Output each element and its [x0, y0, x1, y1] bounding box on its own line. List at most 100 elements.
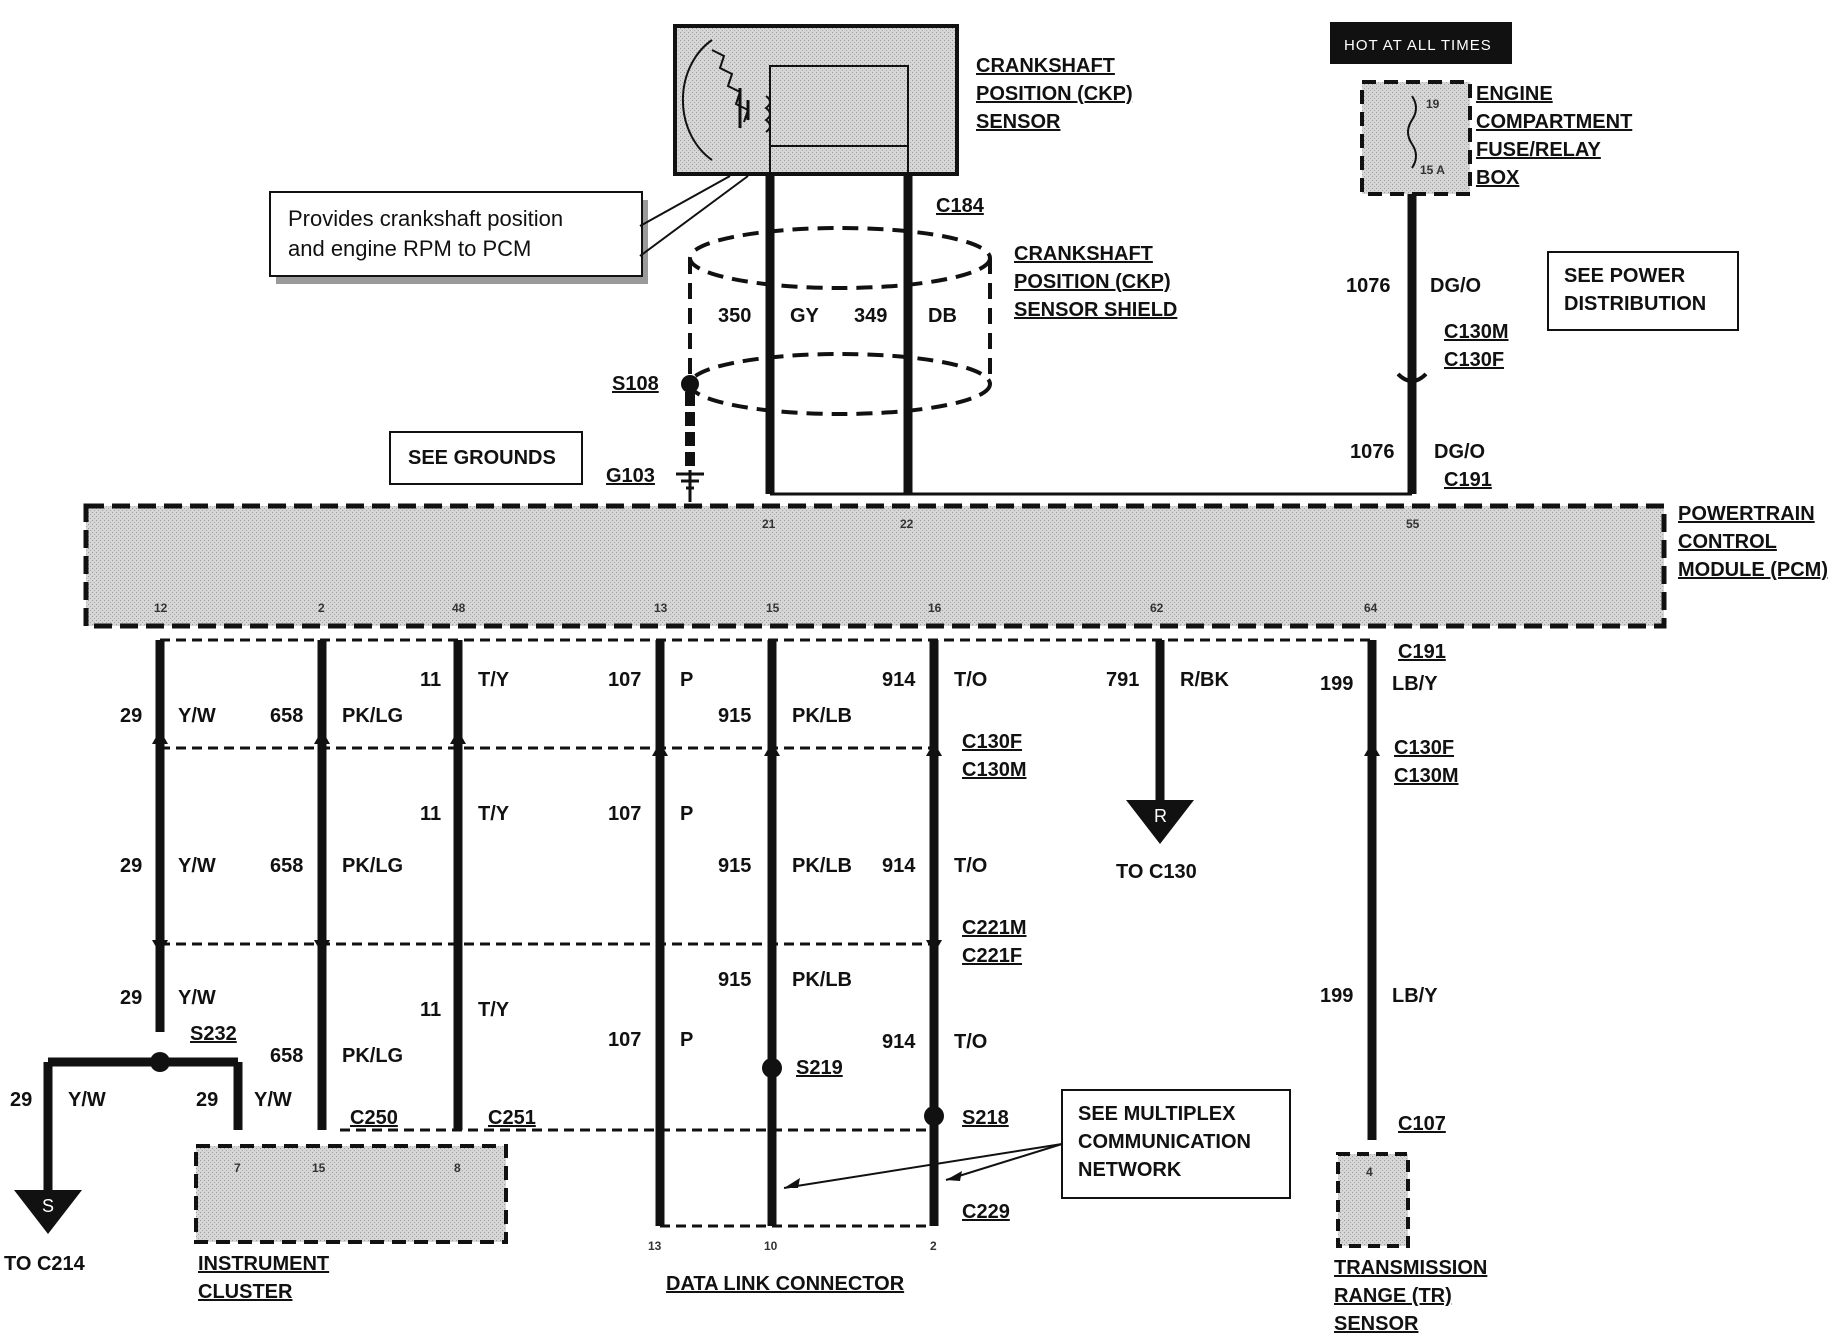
pcm-pin-64: 64 — [1364, 601, 1378, 615]
wire-915-num-2: 915 — [718, 855, 751, 877]
pcm-module — [83, 503, 1667, 629]
wire-914-num-2: 914 — [882, 855, 916, 877]
wire-199-num-1: 199 — [1320, 673, 1353, 695]
wire-29-color-4: Y/W — [68, 1089, 106, 1111]
pcm-pin-22: 22 — [900, 517, 914, 531]
wire-11-color-2: T/Y — [478, 803, 510, 825]
conn-s232: S232 — [190, 1023, 237, 1045]
to-c214: TO C214 — [4, 1253, 86, 1275]
pcm-pin-48: 48 — [452, 601, 466, 615]
wire-349-color: DB — [928, 305, 957, 327]
wire-915-color-1: PK/LB — [792, 705, 852, 727]
tr-label-2: RANGE (TR) — [1334, 1285, 1452, 1307]
fuse-box-label-2: COMPARTMENT — [1476, 111, 1632, 133]
ckp-note: Provides crankshaft position and engine … — [269, 175, 749, 284]
wire-658-num-2: 658 — [270, 855, 303, 877]
ground-icon — [676, 470, 704, 502]
wire-11-num-1: 11 — [420, 669, 441, 691]
splice-s108 — [681, 375, 699, 393]
pcm-label-1: POWERTRAIN — [1678, 503, 1815, 525]
wire-29-num-3: 29 — [120, 987, 142, 1009]
wire-350-num: 350 — [718, 305, 751, 327]
wire-914-num-1: 914 — [882, 669, 916, 691]
wire-658-color-1: PK/LG — [342, 705, 403, 727]
arrow-to-c214 — [14, 1190, 82, 1234]
ckp-label-2: POSITION (CKP) — [976, 83, 1133, 105]
cluster-pin-8: 8 — [454, 1161, 461, 1175]
wire-11-num-2: 11 — [420, 803, 441, 825]
wire-915-num-1: 915 — [718, 705, 751, 727]
conn-c251: C251 — [488, 1107, 536, 1129]
pcm-pin-21: 21 — [762, 517, 776, 531]
pcm-pin-12: 12 — [154, 601, 168, 615]
splice-s218 — [924, 1106, 944, 1126]
shield-label-2: POSITION (CKP) — [1014, 271, 1171, 293]
shield-label-3: SENSOR SHIELD — [1014, 299, 1177, 321]
arrow-r-text: R — [1154, 806, 1167, 826]
wire-1076-color-b: DG/O — [1434, 441, 1485, 463]
wire-29-color-3: Y/W — [178, 987, 216, 1009]
pcm-pin-62: 62 — [1150, 601, 1164, 615]
wire-107-color-2: P — [680, 803, 693, 825]
fuse-box-label-3: FUSE/RELAY — [1476, 139, 1602, 161]
pcm-label-2: CONTROL — [1678, 531, 1777, 553]
wire-107-num-1: 107 — [608, 669, 641, 691]
see-multiplex-box — [1061, 1089, 1291, 1199]
wire-914-color-3: T/O — [954, 1031, 987, 1053]
wire-349-num: 349 — [854, 305, 887, 327]
wire-658-color-2: PK/LG — [342, 855, 403, 877]
dlc-label: DATA LINK CONNECTOR — [666, 1273, 905, 1295]
see-grounds-box — [389, 431, 583, 485]
tr-pin-4: 4 — [1366, 1165, 1373, 1179]
arrow-to-c130 — [1126, 800, 1194, 844]
wire-915-num-3: 915 — [718, 969, 751, 991]
wire-29-num-2: 29 — [120, 855, 142, 877]
tr-label-1: TRANSMISSION — [1334, 1257, 1487, 1279]
conn-c221f: C221F — [962, 945, 1022, 967]
dlc-pin-13: 13 — [648, 1239, 662, 1253]
wire-107-num-3: 107 — [608, 1029, 641, 1051]
wire-107-color-3: P — [680, 1029, 693, 1051]
splice-s232 — [150, 1052, 170, 1072]
wire-29-color-1: Y/W — [178, 705, 216, 727]
wire-1076-num-b: 1076 — [1350, 441, 1395, 463]
instrument-cluster — [194, 1144, 508, 1244]
wire-791-num: 791 — [1106, 669, 1139, 691]
see-power-box — [1547, 251, 1739, 331]
see-multiplex-3: NETWORK — [1078, 1159, 1182, 1181]
ckp-sensor — [673, 24, 959, 176]
conn-c221m: C221M — [962, 917, 1026, 939]
pcm-label-3: MODULE (PCM) — [1678, 559, 1828, 581]
conn-c191-bot: C191 — [1398, 641, 1446, 663]
conn-c130m-top: C130M — [1444, 321, 1508, 343]
fuse-number: 19 — [1426, 97, 1440, 111]
wire-658-color-3: PK/LG — [342, 1045, 403, 1067]
conn-s108: S108 — [612, 373, 659, 395]
conn-g103: G103 — [606, 465, 655, 487]
coil-icon — [764, 95, 771, 133]
conn-c229: C229 — [962, 1201, 1010, 1223]
wire-29-color-5: Y/W — [254, 1089, 292, 1111]
pcm-pin-2: 2 — [318, 601, 325, 615]
see-grounds-text: SEE GROUNDS — [408, 447, 556, 469]
fuse-amp: 15 A — [1420, 163, 1445, 177]
conn-c130f-tr: C130F — [1394, 737, 1454, 759]
wire-914-num-3: 914 — [882, 1031, 916, 1053]
tr-label-3: SENSOR — [1334, 1313, 1419, 1335]
ckp-label-1: CRANKSHAFT — [976, 55, 1115, 77]
wire-29-color-2: Y/W — [178, 855, 216, 877]
splice-s219 — [762, 1058, 782, 1078]
wire-658-num-1: 658 — [270, 705, 303, 727]
cluster-label-1: INSTRUMENT — [198, 1253, 329, 1275]
cluster-label-2: CLUSTER — [198, 1281, 293, 1303]
conn-s219: S219 — [796, 1057, 843, 1079]
shield-label-1: CRANKSHAFT — [1014, 243, 1153, 265]
conn-s218: S218 — [962, 1107, 1009, 1129]
fuse-icon — [1407, 95, 1417, 169]
to-c130: TO C130 — [1116, 861, 1197, 883]
wire-199-color-1: LB/Y — [1392, 673, 1438, 695]
wire-29-num-4: 29 — [10, 1089, 32, 1111]
cluster-pin-7: 7 — [234, 1161, 241, 1175]
